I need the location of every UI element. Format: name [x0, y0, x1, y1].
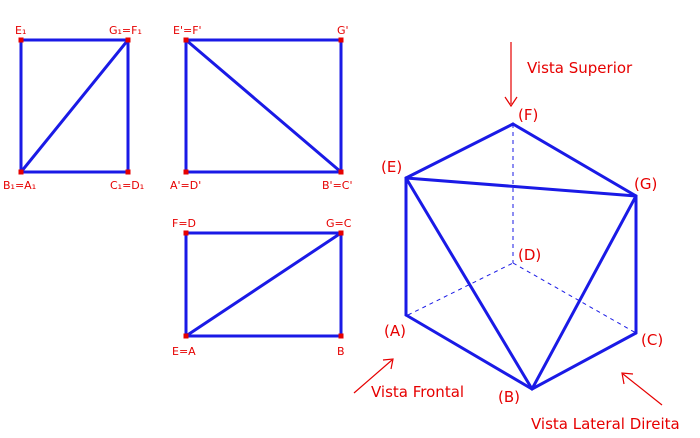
- front-view: E'=F' G' A'=D' B'=C': [170, 24, 353, 192]
- top-view-diagonal: [184, 231, 343, 338]
- edge-fg: [511, 122, 638, 198]
- view-label-superior: Vista Superior: [527, 59, 633, 77]
- solid-label-b: (B): [498, 388, 520, 406]
- view-arrows: [353, 42, 663, 406]
- side-view-outline: [19, 38, 130, 174]
- solid-label-e: (E): [381, 158, 402, 176]
- hidden-edge-ad: [407, 262, 514, 316]
- edge-ef: [404, 122, 515, 180]
- arrow-lateral-head: [621, 372, 634, 385]
- top-label-top-left: F=D: [172, 217, 196, 230]
- front-view-outline: [184, 38, 343, 174]
- hidden-edge-dc: [512, 262, 637, 334]
- solid-label-c: (C): [641, 331, 663, 349]
- arrow-frontal-head: [382, 358, 394, 370]
- side-vertex-top-right: [125, 37, 131, 43]
- edge-gb: [530, 194, 638, 391]
- edge-ab: [404, 313, 534, 391]
- side-label-bottom-right: C₁=D₁: [110, 179, 144, 192]
- top-view-outline: [184, 231, 343, 338]
- top-label-bottom-left: E=A: [172, 345, 196, 358]
- side-view: E₁ G₁=F₁ B₁=A₁ C₁=D₁: [3, 24, 144, 192]
- arrow-lateral: [622, 373, 663, 406]
- front-label-top-right: G': [337, 24, 349, 37]
- side-label-top-right: G₁=F₁: [109, 24, 142, 37]
- front-vertex-top-left: [183, 37, 189, 43]
- front-view-diagonal: [184, 38, 343, 174]
- edge-bc: [530, 331, 638, 391]
- side-label-top-left: E₁: [15, 24, 26, 37]
- top-vertex-top-right: [338, 230, 344, 236]
- top-vertex-bottom-right: [338, 333, 344, 339]
- side-vertex-top-left: [18, 37, 24, 43]
- top-vertex-top-left: [183, 230, 189, 236]
- side-view-diagonal: [19, 38, 130, 174]
- front-vertex-bottom-right: [338, 169, 344, 175]
- top-label-top-right: G=C: [326, 217, 352, 230]
- side-label-bottom-left: B₁=A₁: [3, 179, 36, 192]
- front-label-top-left: E'=F': [173, 24, 202, 37]
- solid-label-a: (A): [384, 322, 406, 340]
- solid-label-d: (D): [518, 246, 541, 264]
- front-vertex-top-right: [338, 37, 344, 43]
- edge-eb: [404, 176, 534, 391]
- arrow-frontal: [353, 359, 393, 394]
- view-label-lateral: Vista Lateral Direita: [531, 415, 680, 433]
- view-label-frontal: Vista Frontal: [371, 383, 464, 401]
- top-view: F=D G=C E=A B: [172, 217, 352, 358]
- top-label-bottom-right: B: [337, 345, 345, 358]
- front-label-bottom-left: A'=D': [170, 179, 201, 192]
- front-vertex-bottom-left: [183, 169, 189, 175]
- solid-label-g: (G): [634, 175, 657, 193]
- side-vertex-bottom-right: [125, 169, 131, 175]
- arrow-superior-head: [504, 96, 518, 108]
- top-vertex-bottom-left: [183, 333, 189, 339]
- edge-eg: [404, 176, 638, 198]
- solid-3d: (F) (E) (G) (D) (A) (C) (B): [381, 106, 663, 406]
- side-vertex-bottom-left: [18, 169, 24, 175]
- solid-label-f: (F): [518, 106, 538, 124]
- front-label-bottom-right: B'=C': [322, 179, 353, 192]
